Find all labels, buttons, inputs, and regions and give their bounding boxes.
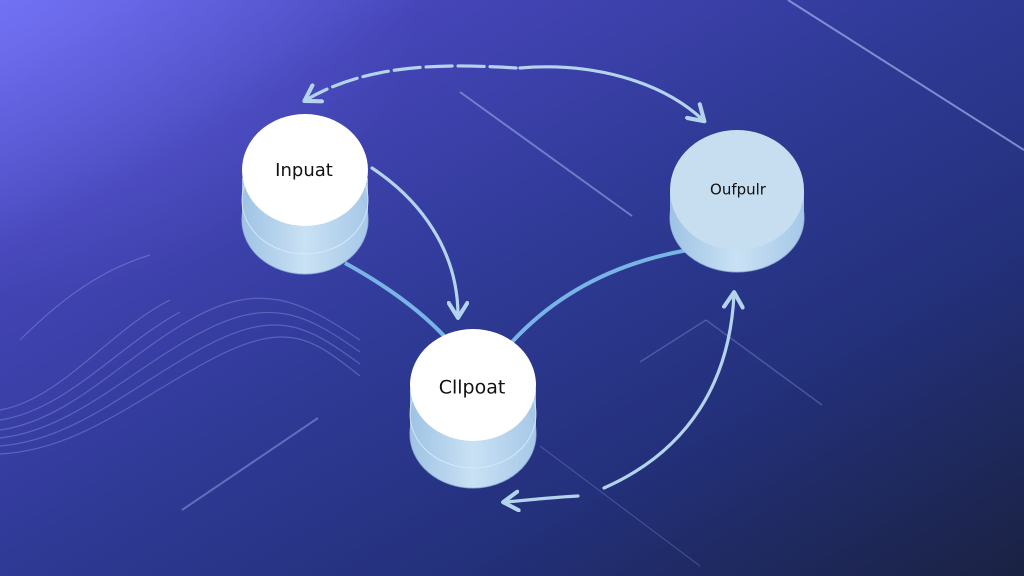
node-input: Inpuat xyxy=(241,114,369,275)
link-input-clipnet xyxy=(344,261,448,340)
node-output: Oufpulr xyxy=(669,130,805,273)
node-clipnet-label: Cllpoat xyxy=(439,377,506,399)
node-output-top xyxy=(670,130,804,250)
diagram-arrows xyxy=(306,64,734,502)
node-clipnet: Cllpoat xyxy=(409,329,537,489)
node-output-label: Oufpulr xyxy=(710,181,767,199)
node-input-label: Inpuat xyxy=(275,160,333,181)
arrow-output-to-clipnet xyxy=(505,496,580,502)
node-links xyxy=(344,248,689,344)
node-input-top xyxy=(242,114,368,226)
arrow-input-to-output xyxy=(518,65,703,120)
arrow-output-to-input xyxy=(306,64,518,100)
link-clipnet-output xyxy=(510,248,689,344)
arrow-input-to-clipnet xyxy=(370,166,458,316)
node-clipnet-top xyxy=(410,329,536,441)
arrow-clipnet-to-output xyxy=(602,294,734,490)
